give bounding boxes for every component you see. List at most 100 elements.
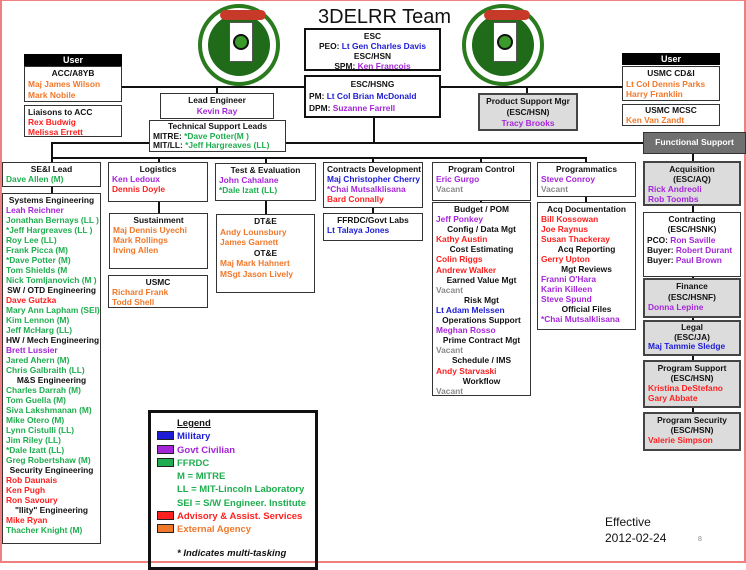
person-name: Harry Franklin (626, 89, 683, 99)
person-entry: Steve Spund (541, 294, 632, 304)
person-entry: Joe Raynus (541, 224, 632, 234)
legend-label: FFRDC (177, 457, 210, 469)
person-name: *Dale Izatt (LL) (219, 185, 278, 195)
legend-item: Advisory & Assist. Services (157, 510, 309, 523)
person-entry: Tracy Brooks (483, 118, 573, 129)
section-heading: Acq Documentation (546, 204, 627, 214)
person-entry: DPM: Suzanne Farrell (309, 102, 436, 114)
person-entry: Rick Andreoli (648, 184, 736, 194)
person-entry: Brett Lussier (6, 345, 97, 355)
person-name: Maj Mark Hahnert (220, 258, 290, 268)
person-entry: Leah Reichner (6, 205, 97, 215)
person-name: Roy Lee (LL) (6, 235, 57, 245)
legend-swatch (157, 457, 174, 467)
section-heading: Prime Contract Mgt (442, 335, 521, 346)
person-entry: Ron Savoury (6, 495, 97, 505)
person-name: Frank Picca (M) (6, 245, 68, 255)
legend-item: FFRDC (157, 457, 309, 470)
person-entry: Gary Abbate (648, 393, 736, 403)
person-entry: Rex Budwig (28, 117, 118, 127)
connector (373, 117, 375, 143)
person-entry: Lt Talaya Jones (327, 225, 419, 235)
section-heading: Legal (681, 322, 703, 332)
person-name: Ken Ledoux (112, 174, 160, 184)
legend-item: External Agency (157, 523, 309, 536)
person-entry: Andy Lounsbury (220, 227, 311, 238)
section-heading: (ESC/JA) (674, 331, 710, 342)
person-entry: Liaisons to ACC (28, 107, 118, 117)
person-name: Thacher Knight (M) (6, 525, 83, 535)
person-name: Maj Tammie Sledge (648, 341, 726, 351)
connector (216, 86, 218, 93)
person-entry: Eric Gurgo (436, 174, 527, 184)
person-entry: Greg Robertshaw (M) (6, 455, 97, 465)
3delrr-logo-left (198, 4, 280, 86)
person-name: Joe Raynus (541, 224, 589, 234)
person-name: Suzanne Farrell (332, 103, 396, 113)
section-heading: "Ility" Engineering (14, 505, 89, 515)
person-entry: Charles Darrah (M) (6, 385, 97, 395)
person-entry: *Chai Mutsalklisana (327, 184, 419, 194)
person-entry: Mike Ryan (6, 515, 97, 525)
person-name: Jim Riley (LL) (6, 435, 61, 445)
person-entry: Rob Daunais (6, 475, 97, 485)
person-entry: Tom Guella (M) (6, 395, 97, 405)
section-heading: Program Control (448, 164, 515, 174)
legend-swatch (157, 444, 174, 454)
person-name: Vacant (436, 184, 464, 194)
section-heading: Test & Evaluation (230, 165, 301, 175)
legal-box: Legal(ESC/JA)Maj Tammie Sledge (643, 320, 741, 356)
role-label: Buyer: (647, 244, 674, 255)
person-entry: Dave Allen (M) (6, 174, 97, 184)
person-entry: Richard Frank (112, 287, 204, 297)
section-heading: Technical Support Leads (168, 121, 267, 131)
legend-note: LL = MIT-Lincoln Laboratory (177, 484, 305, 496)
connector (158, 201, 160, 213)
person-name: Lt Gen Charles Davis (341, 41, 427, 51)
person-name: Andrew Walker (436, 264, 497, 275)
3delrr-logo-right (462, 4, 544, 86)
person-name: Rob Toombs (648, 194, 699, 204)
section-heading: Systems Engineering (8, 195, 95, 205)
person-name: Lt Col Brian McDonald (326, 91, 417, 101)
person-name: Franni O'Hara (541, 274, 597, 284)
person-entry: *Dale Izatt (LL) (219, 185, 312, 195)
person-name: Lt Col Dennis Parks (626, 78, 706, 89)
person-entry: Susan Thackeray (541, 234, 632, 244)
section-heading: (ESC/HSNK) (667, 224, 717, 235)
person-name: Rick Andreoli (648, 184, 702, 194)
person-entry: Tom Shields (M (6, 265, 97, 275)
person-entry: Chris Galbraith (LL) (6, 365, 97, 375)
section-heading: ESC/HSNG (350, 79, 395, 89)
person-entry: Buyer: Robert Durant (647, 245, 737, 255)
page-number: 8 (698, 536, 702, 543)
legend-title: Legend (177, 418, 211, 429)
section-heading: Risk Mgt (464, 294, 499, 305)
connector (265, 200, 267, 214)
person-entry: Todd Shell (112, 297, 204, 307)
section-heading: M&S Engineering (16, 375, 87, 385)
section-heading: USMC (145, 277, 171, 287)
person-name: Lynn Cistulli (LL) (6, 425, 75, 435)
person-entry: Thacher Knight (M) (6, 525, 97, 535)
effective-date: 2012-02-24 (605, 531, 667, 545)
person-name: Jeff McHarg (LL) (6, 325, 73, 335)
person-name: *Dave Potter(M ) (184, 130, 249, 141)
person-name: Tracy Brooks (501, 118, 555, 128)
person-entry: Ken Ledoux (112, 174, 204, 184)
person-name: Mike Otero (M) (6, 415, 65, 425)
section-heading: Sustainment (133, 215, 184, 225)
person-name: *Dale Izatt (LL) (6, 445, 65, 455)
